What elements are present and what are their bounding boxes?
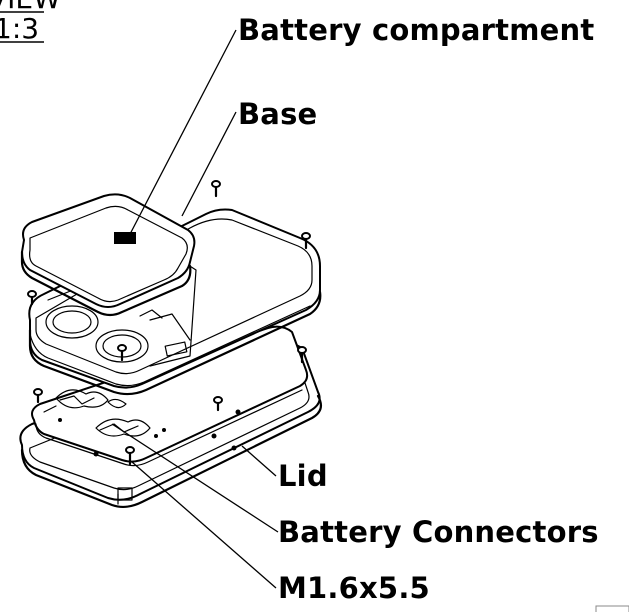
label-screw-spec: M1.6x5.5 bbox=[278, 571, 430, 605]
screw-top-right bbox=[301, 232, 311, 250]
screws bbox=[27, 180, 311, 466]
screw-pcb-left bbox=[33, 388, 43, 404]
leader-lid bbox=[241, 445, 277, 477]
battery-compartment-part bbox=[20, 193, 196, 317]
leader-screw bbox=[131, 461, 277, 589]
battery-latch bbox=[114, 232, 136, 244]
screw-base-center bbox=[117, 344, 127, 362]
screw-left bbox=[27, 290, 37, 306]
pcb-plate-part bbox=[31, 325, 309, 467]
leader-battery-connectors bbox=[111, 423, 279, 533]
label-base: Base bbox=[238, 97, 317, 131]
leader-lines bbox=[111, 29, 279, 589]
corner-mark bbox=[595, 605, 629, 612]
view-label: VIEW 1:3 bbox=[0, 0, 61, 45]
view-scale: 1:3 bbox=[0, 12, 39, 45]
label-battery-connectors: Battery Connectors bbox=[278, 515, 599, 549]
leader-base bbox=[181, 111, 237, 217]
screw-pcb-bottom bbox=[125, 446, 135, 466]
leader-battery-compartment bbox=[127, 29, 237, 239]
label-lid: Lid bbox=[278, 459, 328, 493]
label-battery-compartment: Battery compartment bbox=[238, 13, 594, 47]
screw-right-mid bbox=[297, 346, 307, 364]
screw-top-center bbox=[211, 180, 221, 198]
screw-pcb-center bbox=[213, 396, 223, 412]
